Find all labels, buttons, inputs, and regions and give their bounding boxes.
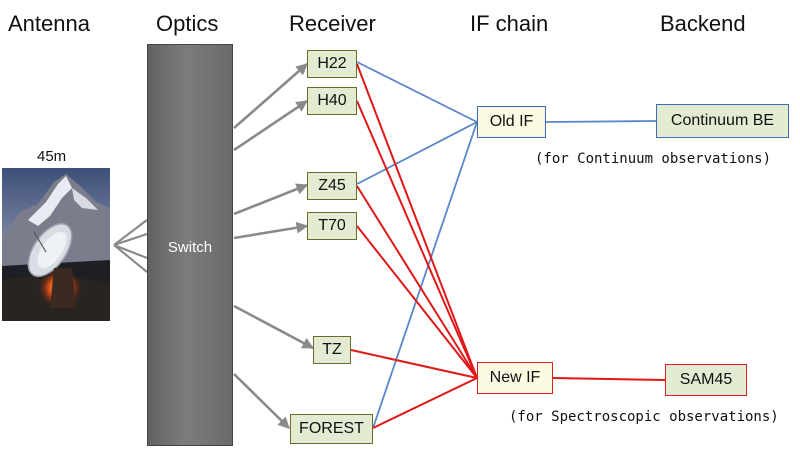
link-old-if-continuum <box>545 120 657 123</box>
antenna-optics-link <box>113 243 148 260</box>
optics-arrow-h22 <box>233 63 308 129</box>
receiver-tz: TZ <box>313 336 351 364</box>
antenna-photo <box>2 168 110 321</box>
column-title-antenna: Antenna <box>8 11 90 36</box>
link-h22-old-if <box>356 61 478 123</box>
antenna-optics-link <box>113 219 148 246</box>
optics-arrow-h40 <box>233 99 308 152</box>
backend-sam45: SAM45 <box>665 364 747 396</box>
column-title-optics: Optics <box>156 11 219 36</box>
link-new-if-sam45 <box>552 377 666 381</box>
antenna-optics-link <box>113 244 148 273</box>
column-title-backend: Backend <box>660 11 746 36</box>
link-tz-new-if <box>350 349 478 379</box>
optics-arrow-forest <box>233 373 290 429</box>
note-continuum: (for Continuum observations) <box>535 151 772 167</box>
receiver-z45: Z45 <box>307 172 357 200</box>
antenna-size-label: 45m <box>37 148 67 165</box>
receiver-forest: FOREST <box>290 414 373 444</box>
backend-continuum: Continuum BE <box>656 104 789 138</box>
antenna-optics-link <box>113 232 148 247</box>
link-h40-new-if <box>356 100 478 379</box>
optics-arrow-t70 <box>233 221 309 240</box>
link-z45-new-if <box>356 185 478 379</box>
column-title-if-chain: IF chain <box>470 11 549 36</box>
link-z45-old-if <box>356 121 478 185</box>
receiver-h22: H22 <box>307 50 357 78</box>
link-forest-old-if <box>372 121 478 429</box>
if-unit-new: New IF <box>477 362 553 394</box>
link-t70-new-if <box>356 225 478 379</box>
receiver-h40: H40 <box>307 87 357 115</box>
receiver-t70: T70 <box>307 212 357 240</box>
link-h22-new-if <box>356 63 478 379</box>
column-title-receiver: Receiver <box>289 11 376 36</box>
switch-label: Switch <box>167 239 213 256</box>
optics-arrow-tz <box>233 304 315 350</box>
note-spectroscopic: (for Spectroscopic observations) <box>509 409 779 425</box>
radio-telescope-image <box>2 168 110 321</box>
optics-switch: Switch <box>147 44 233 446</box>
if-unit-old: Old IF <box>477 106 546 138</box>
link-forest-new-if <box>372 377 478 429</box>
optics-arrow-z45 <box>233 183 309 216</box>
